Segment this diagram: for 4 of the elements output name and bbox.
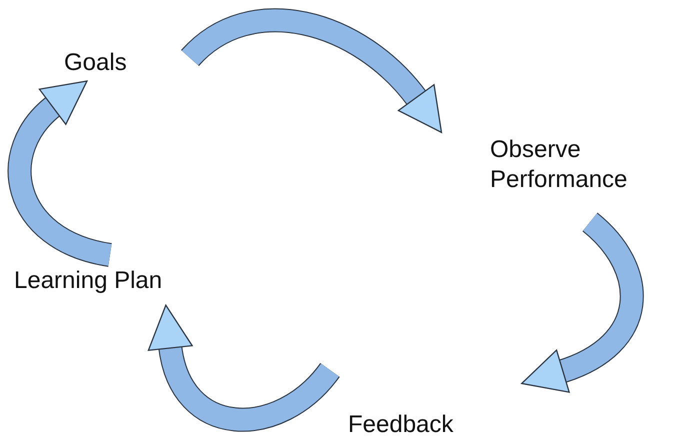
stage-label: Feedback — [348, 410, 498, 440]
stage-label: Goals — [64, 48, 154, 78]
stage-label: Learning Plan — [14, 266, 229, 296]
stage-label: Observe Performance — [490, 135, 670, 195]
